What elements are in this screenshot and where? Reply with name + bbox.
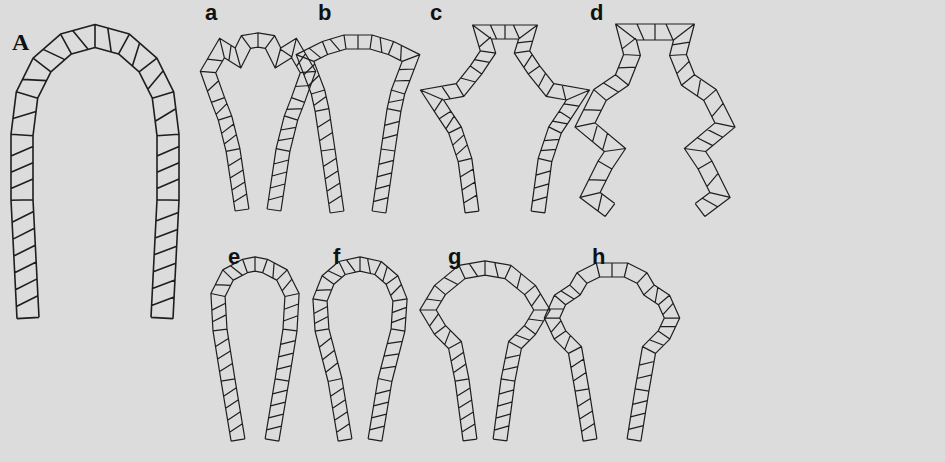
segmented-band (313, 257, 407, 441)
segmented-band (420, 25, 589, 213)
subpanel-letter: e (228, 246, 240, 268)
subpanel-letter: d (590, 2, 603, 24)
subpanel-letter: c (430, 2, 442, 24)
panel-letter: A (12, 30, 29, 54)
subpanel-letter: h (592, 246, 605, 268)
segmented-band (211, 257, 299, 441)
segmented-band (11, 25, 179, 319)
subpanel-letter: a (205, 2, 217, 24)
subpanel-letter: f (333, 246, 340, 268)
subpanel-letter: g (448, 246, 461, 268)
segmented-band (544, 263, 679, 441)
segmented-band (420, 261, 550, 441)
subpanel-letter: b (318, 2, 331, 24)
segmented-band (575, 24, 735, 216)
segmented-band (296, 35, 420, 213)
